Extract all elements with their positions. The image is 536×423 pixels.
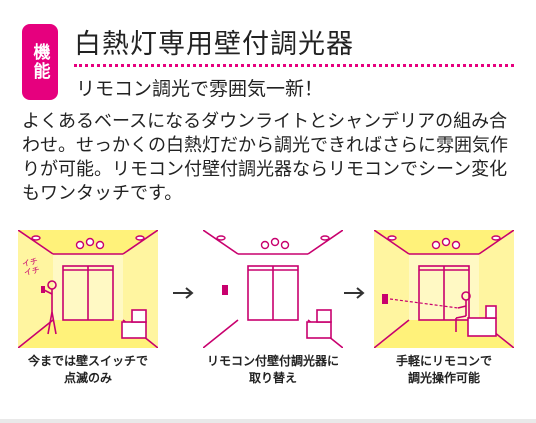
feature-title: 白熱灯専用壁付調光器 <box>74 29 354 60</box>
feature-description: よくあるベースになるダウンライトとシャンデリアの組み合わせ。せっかくの白熱灯だか… <box>22 111 508 204</box>
step-caption: 今までは壁スイッチで 点滅のみ <box>27 354 148 385</box>
scene-install-dimmer <box>203 230 343 348</box>
arrow-icon <box>173 287 194 299</box>
feature-subtitle: リモコン調光で雰囲気一新！ <box>76 78 324 100</box>
switch-scribble: イチ イチ <box>21 256 41 278</box>
scene-wall-switch: イチ イチ <box>18 230 158 348</box>
arrow-icon <box>344 287 365 299</box>
step-caption: リモコン付壁付調光器に 取り替え <box>206 354 339 385</box>
dotted-divider <box>74 64 514 67</box>
step-caption: 手軽にリモコンで 調光操作可能 <box>395 354 492 385</box>
feature-badge: 機能 <box>22 24 58 100</box>
scene-remote-dimming <box>374 230 514 348</box>
bottom-divider <box>0 419 536 423</box>
